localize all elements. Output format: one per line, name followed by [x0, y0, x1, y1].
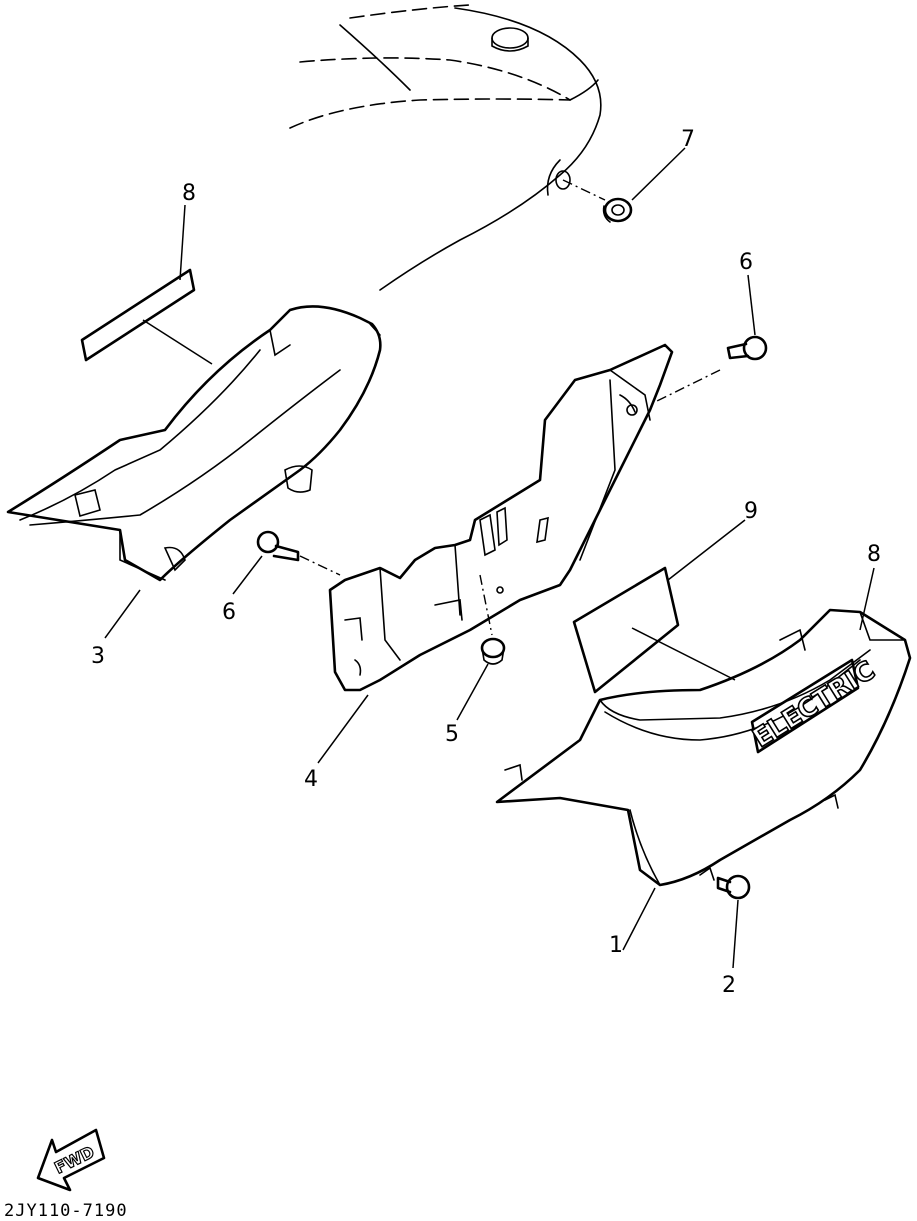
- label-sheet-part-9: [572, 566, 680, 694]
- bracket-part-4: [328, 343, 674, 692]
- callout-8-right: 8: [867, 542, 881, 567]
- emblem-plate-part-8-left: [80, 268, 196, 362]
- forward-arrow: FWD: [36, 1128, 106, 1192]
- left-side-cover-part-3: [6, 305, 382, 582]
- callout-5: 5: [445, 722, 459, 747]
- nut-part-5: [480, 637, 506, 665]
- callout-6-left: 6: [222, 600, 236, 625]
- callout-6-right: 6: [739, 250, 753, 275]
- bolt-part-6-right: [654, 335, 768, 403]
- callout-9: 9: [744, 499, 758, 524]
- callout-1: 1: [609, 933, 623, 958]
- grommet-part-7: [602, 197, 633, 223]
- callout-numbers: 1 2 3 4 5 6 6 7 8 8 9: [91, 127, 881, 998]
- electric-emblem-text: ELECTRIC: [748, 656, 881, 754]
- leader-lines: [104, 147, 875, 969]
- callout-3: 3: [91, 644, 105, 669]
- diagram-code: 2JY110-7190: [4, 1201, 128, 1221]
- bolt-part-6-left: [256, 530, 341, 576]
- callout-7: 7: [681, 127, 695, 152]
- screw-part-2: [716, 874, 751, 900]
- callout-2: 2: [722, 973, 736, 998]
- fuel-tank-outline: [289, 4, 606, 291]
- callout-8-left: 8: [182, 181, 196, 206]
- callout-4: 4: [304, 767, 318, 792]
- right-side-cover-part-1: [495, 608, 912, 887]
